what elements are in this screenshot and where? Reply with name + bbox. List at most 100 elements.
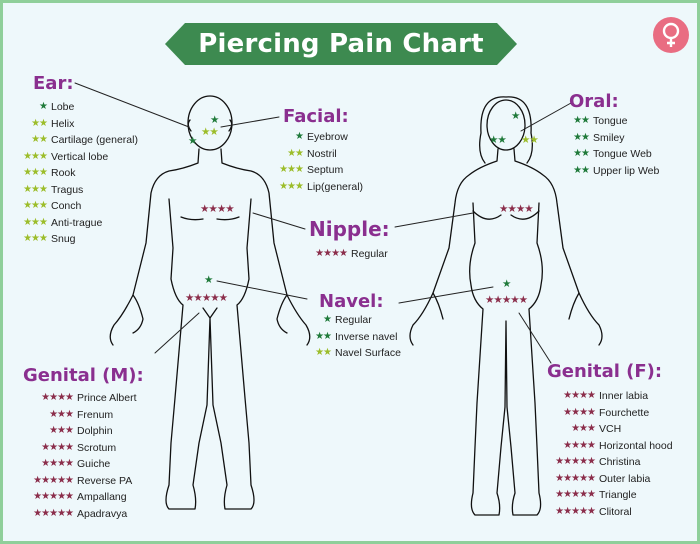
callout-lines	[74, 82, 572, 364]
nipple-heading: Nipple:	[309, 217, 390, 241]
item-label: Clitoral	[599, 505, 632, 518]
item-label: Inverse navel	[335, 330, 398, 343]
item-label: Nostril	[307, 147, 337, 160]
ear-heading: Ear:	[33, 73, 74, 94]
list-item: ★★★Anti-trague	[19, 215, 138, 232]
star-rating: ★★★	[49, 425, 74, 437]
item-label: Cartilage (general)	[51, 134, 138, 147]
male-body-outline	[109, 95, 311, 510]
item-label: Horizontal hood	[599, 439, 673, 452]
star-rating: ★★★	[23, 183, 48, 195]
star-rating: ★★★★	[315, 248, 348, 260]
list-item: ★★Nostril	[269, 146, 363, 163]
item-label: Helix	[51, 117, 75, 130]
star-rating: ★★	[31, 134, 48, 146]
star-rating: ★★	[573, 148, 590, 160]
star-rating: ★★★★	[41, 392, 74, 404]
list-item: ★★★★Fourchette	[543, 405, 673, 422]
female-upper-face-mark: ★	[511, 110, 520, 122]
list-item: ★★★★★Clitoral	[543, 504, 673, 521]
genital-f-list: ★★★★Inner labia★★★★Fourchette★★★VCH★★★★H…	[543, 388, 673, 521]
list-item: ★★★Vertical lobe	[19, 149, 138, 166]
star-rating: ★★★	[571, 423, 596, 435]
list-item: ★★★★Horizontal hood	[543, 438, 673, 455]
list-item: ★★★★★Reverse PA	[21, 473, 137, 490]
list-item: ★★★★★Ampallang	[21, 489, 137, 506]
male-navel-mark: ★	[204, 274, 213, 286]
item-label: Smiley	[593, 131, 625, 144]
female-genital-mark: ★★★★★	[485, 294, 528, 306]
item-label: Snug	[51, 233, 76, 246]
star-rating: ★★★★★	[555, 505, 596, 517]
ear-list: ★Lobe★★Helix★★Cartilage (general)★★★Vert…	[19, 99, 138, 248]
item-label: Tragus	[51, 183, 84, 196]
male-eyebrow-mark: ★	[210, 114, 219, 126]
list-item: ★★Cartilage (general)	[19, 132, 138, 149]
item-label: Regular	[351, 248, 388, 261]
male-ear-mark: ★	[188, 135, 197, 147]
list-item: ★★Tongue	[569, 113, 659, 130]
star-rating: ★★★★★	[555, 472, 596, 484]
list-item: ★★★Conch	[19, 198, 138, 215]
item-label: Tongue	[593, 115, 628, 128]
navel-heading: Navel:	[319, 291, 384, 312]
brand-logo	[653, 17, 689, 53]
star-rating: ★★★★★	[555, 489, 596, 501]
list-item: ★★★Frenum	[21, 407, 137, 424]
item-label: Lobe	[51, 101, 75, 114]
male-genital-mark: ★★★★★	[185, 292, 228, 304]
list-item: ★★★★Guiche	[21, 456, 137, 473]
item-label: Navel Surface	[335, 347, 401, 360]
list-item: ★★★Tragus	[19, 182, 138, 199]
star-rating: ★★	[573, 131, 590, 143]
star-rating: ★★★★★	[33, 474, 74, 486]
list-item: ★★★★Prince Albert	[21, 390, 136, 407]
list-item: ★★★Lip(general)	[269, 179, 363, 196]
navel-list: ★Regular★★Inverse navel★★Navel Surface	[309, 312, 401, 362]
item-label: Conch	[51, 200, 82, 213]
list-item: ★★★★Inner labia	[543, 388, 673, 405]
star-rating: ★★	[31, 117, 48, 129]
item-label: Regular	[335, 314, 372, 327]
female-body-outline	[409, 96, 603, 516]
item-label: Lip(general)	[307, 180, 364, 193]
genital-m-list: ★★★★Prince Albert★★★Frenum★★★Dolphin★★★★…	[21, 390, 137, 522]
female-right-face-mark: ★★	[521, 134, 539, 146]
star-rating: ★★★	[279, 164, 304, 176]
star-rating: ★★★	[49, 408, 74, 420]
star-rating: ★★★★	[563, 390, 596, 402]
female-left-face-mark: ★★	[489, 134, 507, 146]
female-navel-mark: ★	[502, 278, 511, 290]
male-nose-mark: ★★	[201, 126, 219, 138]
star-rating: ★	[323, 314, 332, 326]
oral-list: ★★Tongue★★Smiley★★Tongue Web★★Upper lip …	[569, 113, 659, 179]
star-rating: ★★★	[23, 150, 48, 162]
list-item: ★Eyebrow	[269, 129, 363, 146]
item-label: Christina	[599, 456, 641, 469]
item-label: Apadravya	[77, 507, 128, 520]
list-item: ★★★★Regular	[309, 246, 388, 263]
item-label: VCH	[599, 423, 622, 436]
nipple-list: ★★★★Regular	[309, 246, 388, 263]
item-label: Eyebrow	[307, 131, 348, 144]
item-label: Septum	[307, 164, 344, 177]
star-rating: ★★	[315, 347, 332, 359]
star-rating: ★★★	[279, 180, 304, 192]
list-item: ★★Smiley	[569, 130, 659, 147]
item-label: Outer labia	[599, 472, 651, 485]
title-banner: Piercing Pain Chart	[165, 23, 517, 65]
list-item: ★★★★★Outer labia	[543, 471, 673, 488]
list-item: ★★Helix	[19, 116, 138, 133]
item-label: Triangle	[599, 489, 637, 502]
star-rating: ★★★	[23, 167, 48, 179]
list-item: ★★★Rook	[19, 165, 138, 182]
list-item: ★Lobe	[19, 99, 138, 116]
star-rating: ★	[295, 131, 304, 143]
star-rating: ★★★	[23, 216, 48, 228]
female-nipple-mark: ★★★★	[499, 203, 534, 215]
item-label: Anti-trague	[51, 216, 103, 229]
page-title: Piercing Pain Chart	[198, 29, 484, 59]
item-label: Frenum	[77, 408, 114, 421]
item-label: Rook	[51, 167, 76, 180]
list-item: ★★★★Scrotum	[21, 440, 137, 457]
